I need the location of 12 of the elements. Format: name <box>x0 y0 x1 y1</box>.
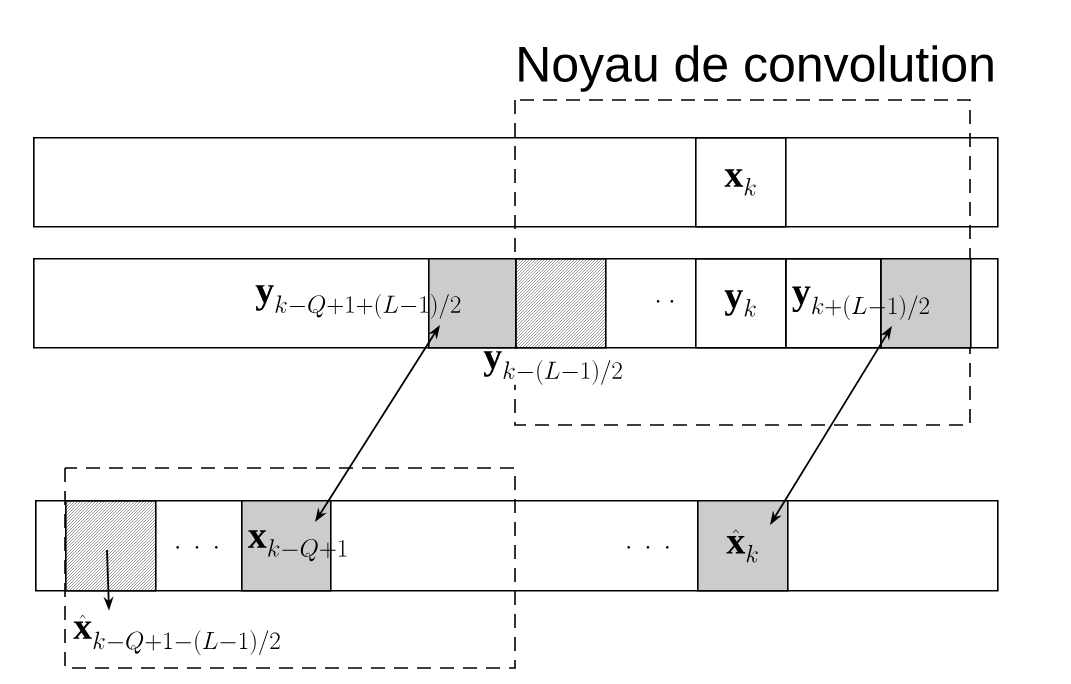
math-label: $\cdot\;\cdot$ <box>656 300 674 303</box>
array-cell: $\mathbf{x}_k$ <box>695 137 787 228</box>
math-label: $\cdot\;\cdot\;\cdot$ <box>627 546 669 549</box>
math-label: $\hat{\mathbf{x}}_{k-Q+1-(L-1)/2}$ <box>73 614 280 656</box>
math-label: $\cdot\;\cdot\;\cdot$ <box>176 546 218 549</box>
array-cell: $\mathbf{y}_k$ <box>695 258 787 349</box>
math-label: $\mathbf{y}_{k-(L-1)/2}$ <box>483 351 624 385</box>
heading: Noyau de convolution <box>519 45 993 92</box>
hatched-cell <box>515 258 607 349</box>
array-bar <box>33 137 999 228</box>
hatched-cell <box>65 500 157 592</box>
shaded-cell: $\hat{\mathbf{x}}_k$ <box>697 500 789 592</box>
